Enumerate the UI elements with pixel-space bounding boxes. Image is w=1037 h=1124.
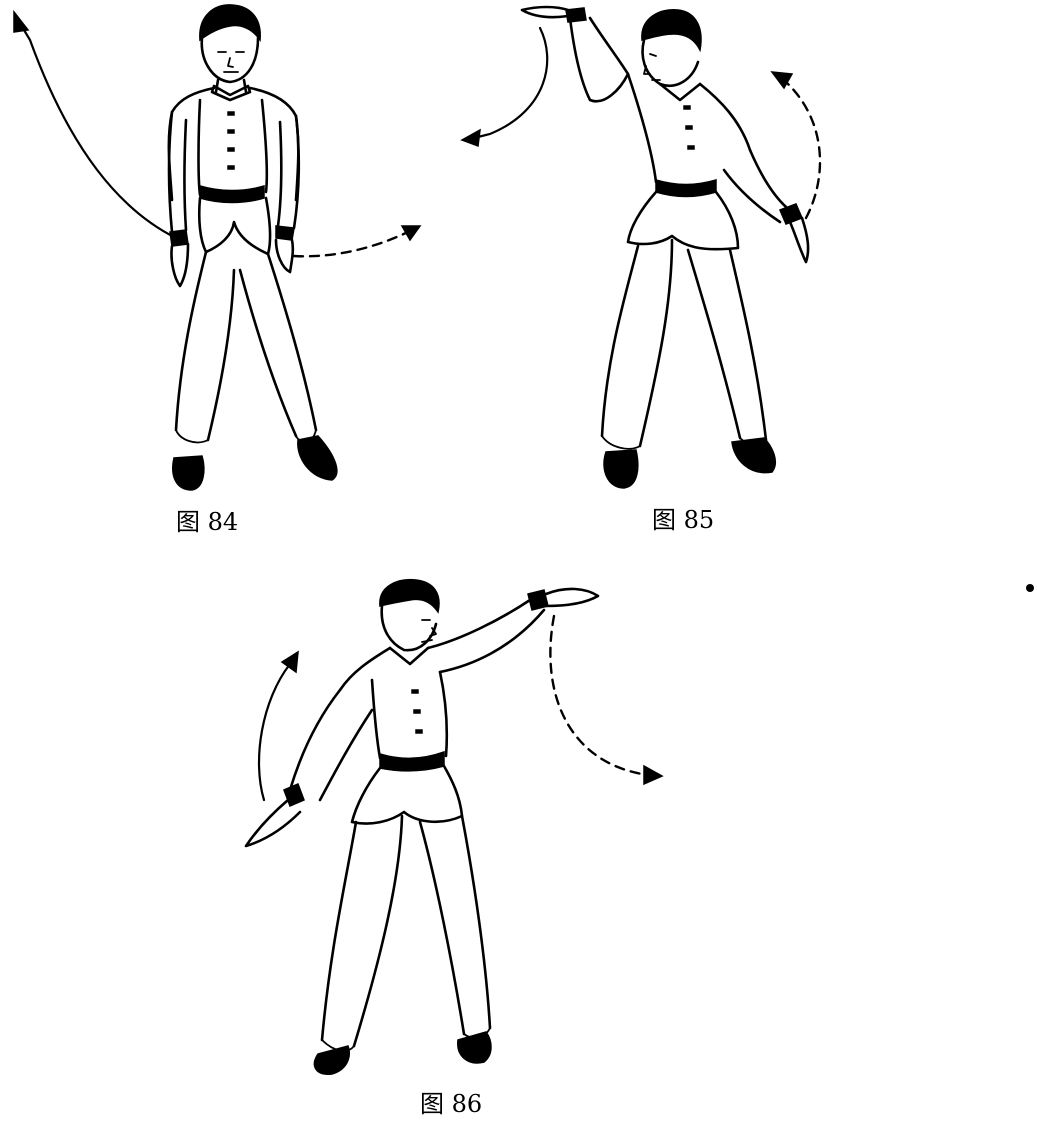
fig84-head — [200, 36, 260, 84]
fig84-dashed-arrow — [292, 230, 410, 258]
fig84-hair — [199, 4, 261, 43]
fig85-hair — [641, 9, 702, 53]
figure-84 — [13, 4, 422, 491]
fig86-solid-arrow — [257, 662, 292, 802]
fig84-solid-arrow — [16, 18, 178, 240]
fig84-left-shoe — [172, 455, 205, 491]
fig84-pants — [174, 250, 318, 442]
fig84-belt — [199, 184, 265, 204]
fig84-right-shoe — [297, 435, 338, 481]
figure-86 — [244, 578, 664, 1075]
fig85-raised-arm — [568, 16, 630, 103]
fig86-raised-arm — [426, 598, 546, 674]
figure-85-caption: 图 85 — [652, 506, 715, 534]
fig86-dashed-arrow — [549, 614, 644, 776]
figure-86-caption: 图 86 — [420, 1090, 483, 1118]
fig84-solid-arrowhead — [13, 9, 30, 33]
fig84-dashed-arrowhead — [400, 225, 422, 242]
fig85-solid-arrow — [472, 26, 549, 140]
fig86-hair — [379, 578, 440, 614]
figure-85-person — [520, 5, 810, 489]
stray-dot — [1026, 584, 1034, 592]
figure-84-person — [167, 4, 338, 491]
figure-84-caption: 图 84 — [176, 508, 239, 536]
fig85-dashed-arrow — [784, 80, 822, 220]
fig84-jacket — [167, 86, 300, 202]
figure-85 — [460, 5, 822, 489]
figure-86-person — [244, 578, 600, 1075]
